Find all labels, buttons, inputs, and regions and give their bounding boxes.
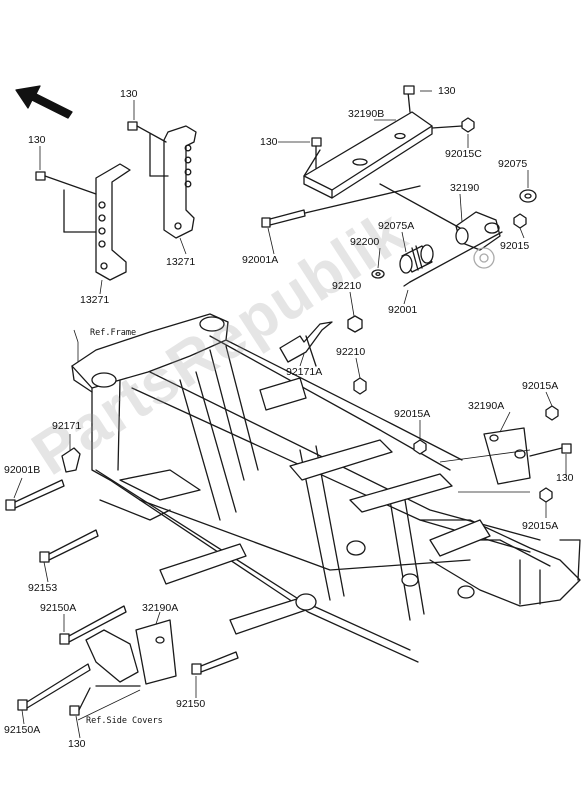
nut-92210-a bbox=[347, 315, 363, 333]
nut-92015A-b bbox=[413, 439, 427, 455]
nut-92015A-a bbox=[545, 405, 559, 421]
rubber-bushing-92075A bbox=[399, 244, 434, 274]
bracket-32190A-lower-b bbox=[135, 619, 177, 685]
bracket-13271-left bbox=[95, 163, 131, 281]
part-label: 130 bbox=[68, 738, 86, 750]
part-label: 92075A bbox=[378, 220, 415, 232]
bracket-13271-right bbox=[163, 125, 197, 239]
bolt-130-b bbox=[127, 121, 169, 177]
part-label: 130 bbox=[120, 88, 138, 100]
bolt-130-a bbox=[35, 171, 97, 233]
part-label: 92153 bbox=[28, 582, 58, 594]
part-label: 92015C bbox=[445, 148, 482, 160]
part-label: 130 bbox=[556, 472, 574, 484]
nut-92015 bbox=[513, 213, 527, 229]
part-label: 130 bbox=[28, 134, 46, 146]
part-label: 92210 bbox=[336, 346, 366, 358]
nut-92015C bbox=[431, 117, 475, 133]
bolt-92150A-lower bbox=[17, 663, 91, 711]
part-label: 92015A bbox=[394, 408, 431, 420]
part-label: 92171 bbox=[52, 420, 82, 432]
bolt-92001B bbox=[5, 479, 65, 511]
part-label: 13271 bbox=[80, 294, 110, 306]
bolt-92001A bbox=[261, 185, 421, 228]
part-label: 130 bbox=[260, 136, 278, 148]
part-label: 32190A bbox=[142, 602, 179, 614]
bolt-92150A-upper bbox=[59, 605, 127, 645]
part-label: 92210 bbox=[332, 280, 362, 292]
part-label: 130 bbox=[438, 85, 456, 97]
part-label: 92075 bbox=[498, 158, 528, 170]
part-label: 92015A bbox=[522, 380, 559, 392]
engine-mount-32190 bbox=[379, 183, 501, 251]
part-label: 13271 bbox=[166, 256, 196, 268]
part-label: 92001B bbox=[4, 464, 41, 476]
vehicle-frame bbox=[71, 313, 581, 663]
part-label: 92001 bbox=[388, 304, 418, 316]
part-label: 92001A bbox=[242, 254, 279, 266]
part-label: 92171A bbox=[286, 366, 323, 378]
part-label: 32190 bbox=[450, 182, 480, 194]
clip-92171A bbox=[279, 321, 333, 367]
clip-92171 bbox=[61, 447, 81, 473]
part-label: 92015A bbox=[522, 520, 559, 532]
nut-92210-b bbox=[353, 377, 367, 395]
note-ref-frame: Ref.Frame bbox=[90, 328, 137, 338]
nut-92015A-c bbox=[539, 487, 553, 503]
part-label: 32190A bbox=[468, 400, 505, 412]
note-ref-side-covers: Ref.Side Covers bbox=[86, 716, 163, 726]
mount-bracket-32190B bbox=[303, 85, 433, 199]
part-label: 92150 bbox=[176, 698, 206, 710]
bolt-92153 bbox=[39, 529, 99, 563]
washer-92200 bbox=[371, 269, 385, 279]
gear-icon bbox=[473, 247, 495, 269]
part-label: 92150A bbox=[40, 602, 77, 614]
bolt-130-bottom bbox=[69, 685, 141, 716]
bolt-92001 bbox=[403, 231, 503, 287]
bracket-32190A-lower-a bbox=[85, 629, 139, 683]
part-label: 32190B bbox=[348, 108, 385, 120]
part-label: 92200 bbox=[350, 236, 380, 248]
part-label: 92015 bbox=[500, 240, 530, 252]
part-label: 92150A bbox=[4, 724, 41, 736]
bracket-32190A-right bbox=[483, 427, 531, 485]
washer-92075 bbox=[519, 189, 537, 203]
front-direction-arrow-icon bbox=[15, 85, 73, 119]
bolt-130-right bbox=[529, 443, 572, 457]
bolt-92150 bbox=[191, 651, 239, 675]
